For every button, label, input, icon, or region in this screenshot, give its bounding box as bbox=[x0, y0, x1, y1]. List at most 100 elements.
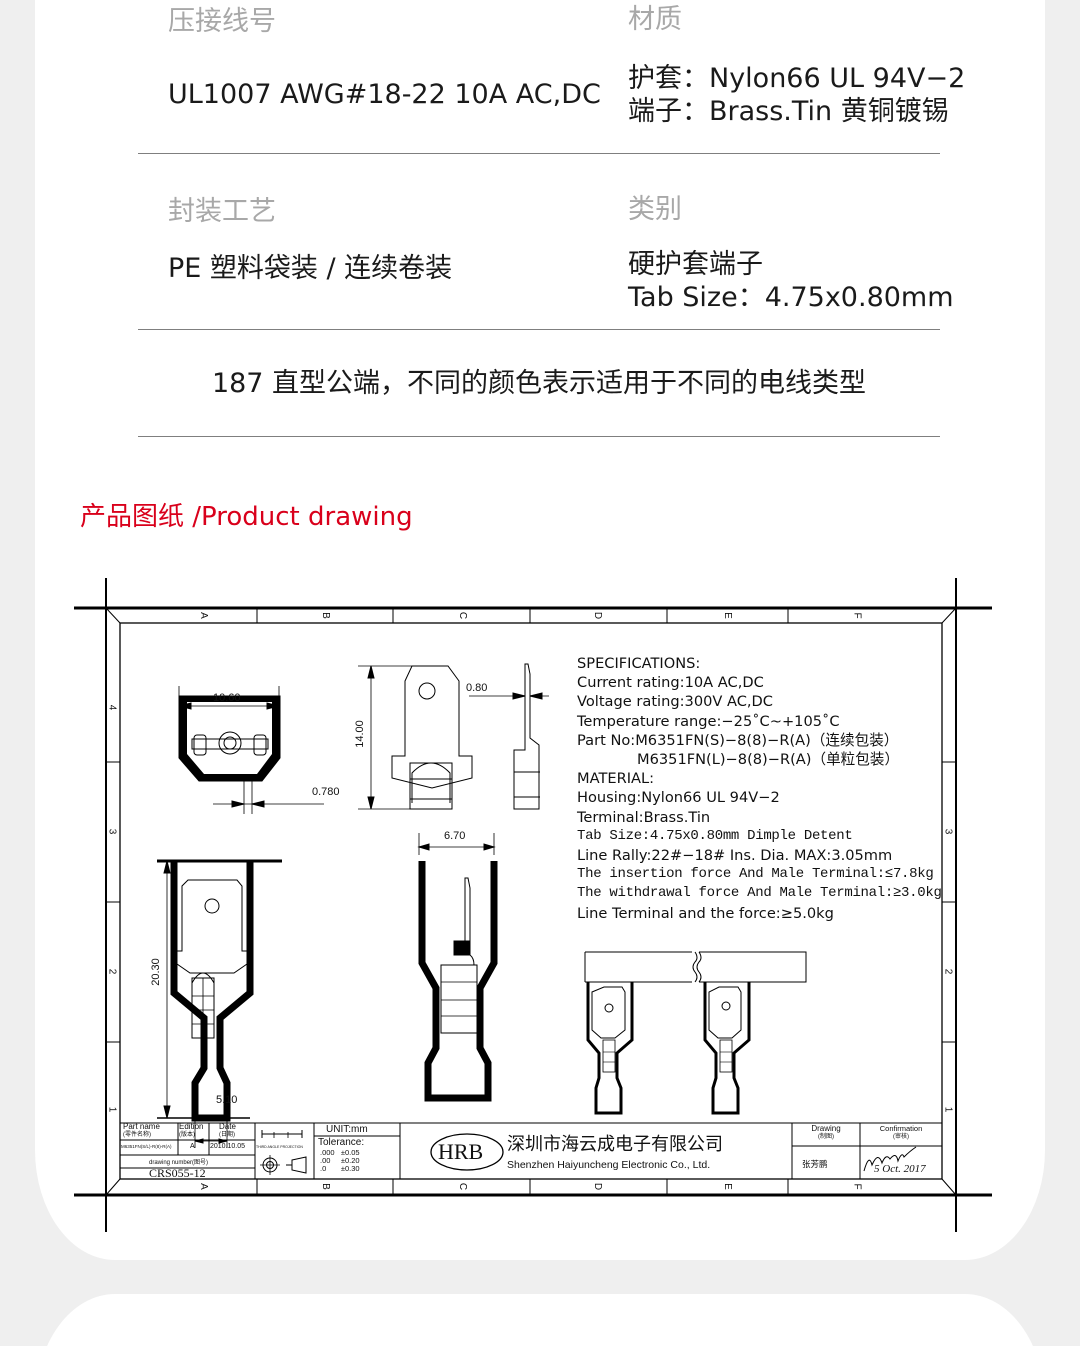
spec-terminal: Terminal:Brass.Tin bbox=[577, 808, 711, 826]
drawing-frame bbox=[74, 578, 992, 1232]
row-label: 1 bbox=[106, 1106, 118, 1113]
value: ±0.30 bbox=[340, 1164, 360, 1173]
spec-line-rally: Line Rally:22#−18# Ins. Dia. MAX:3.05mm bbox=[577, 847, 893, 865]
tb-signature-date: 5 Oct. 2017 bbox=[874, 1163, 926, 1175]
spec-material-heading: MATERIAL: bbox=[577, 770, 655, 788]
spec-crimp-wire: 压接线号 UL1007 AWG#18-22 10A AC,DC bbox=[168, 6, 601, 111]
spec-current: Current rating:10A AC,DC bbox=[577, 674, 764, 692]
spec-row-1: 压接线号 UL1007 AWG#18-22 10A AC,DC 材质 护套：Ny… bbox=[138, 0, 965, 154]
spec-label: 压接线号 bbox=[168, 6, 276, 37]
column-label: D bbox=[592, 611, 604, 620]
tb-tolerance-label: Tolerance: bbox=[318, 1137, 365, 1148]
tb-edition-value: A bbox=[190, 1143, 195, 1150]
spec-temperature: Temperature range:−25˚C~+105˚C bbox=[577, 712, 840, 730]
spec-value: Tab Size：4.75x0.80mm bbox=[628, 282, 954, 313]
tb-edition-label: Edition (版本) bbox=[179, 1123, 203, 1139]
spec-part-no-2: M6351FN(L)−8(8)−R(A)（单粒包装） bbox=[637, 751, 900, 769]
next-card bbox=[35, 1294, 1045, 1346]
dim-length: 20.30 bbox=[149, 958, 162, 986]
row-label: 1 bbox=[942, 1106, 954, 1113]
label-cn: (零件名称) bbox=[123, 1132, 151, 1138]
spec-value: PE 塑料袋装 / 连续卷装 bbox=[168, 253, 453, 284]
column-label: C bbox=[457, 611, 469, 620]
column-label: A bbox=[197, 612, 209, 619]
dim-barrel-width: 5.10 bbox=[216, 1094, 238, 1106]
section-title: 产品图纸 /Product drawing bbox=[80, 502, 413, 532]
dim-tab-height: 14.00 bbox=[353, 720, 366, 748]
column-label: E bbox=[721, 612, 733, 619]
column-label: B bbox=[319, 1183, 331, 1190]
tb-part-name-value: M6351FN(S/L)-R(8)-R(A) bbox=[121, 1144, 172, 1149]
product-summary: 187 直型公端，不同的颜色表示适用于不同的电线类型 bbox=[211, 368, 867, 399]
spec-material: 材质 护套：Nylon66 UL 94V−2 端子：Brass.Tin 黄铜镀锡 bbox=[628, 4, 965, 128]
tb-part-name-label: Part name (零件名称) bbox=[123, 1123, 160, 1139]
tb-projection: THIRD ANGLE PROJECTION bbox=[256, 1145, 303, 1149]
tb-tolerances: .000 ±0.05 .00 ±0.20 .0 ±0.30 bbox=[320, 1149, 360, 1173]
divider bbox=[138, 436, 940, 437]
tb-unit: UNIT:mm bbox=[326, 1124, 368, 1135]
tb-drawing-number: CRS055-12 bbox=[149, 1166, 206, 1180]
label-cn: (版本) bbox=[179, 1132, 195, 1138]
spec-insertion-force: The insertion force And Male Terminal:≤7… bbox=[577, 866, 934, 883]
spec-voltage: Voltage rating:300V AC,DC bbox=[577, 693, 773, 711]
label-cn: (制图) bbox=[818, 1134, 834, 1140]
column-label: B bbox=[319, 612, 331, 619]
label-cn: (日期) bbox=[219, 1132, 235, 1138]
product-drawing: A B C D E F A B C D E F 4 3 2 1 3 2 1 10… bbox=[74, 578, 994, 1232]
specifications-block: SPECIFICATIONS: Current rating:10A AC,DC… bbox=[577, 654, 942, 923]
precision: .000 bbox=[320, 1148, 335, 1157]
tb-drawing-number-label: drawing number(图号) bbox=[149, 1160, 209, 1166]
company-name-cn: 深圳市海云成电子有限公司 bbox=[507, 1134, 723, 1155]
spec-housing: Housing:Nylon66 UL 94V−2 bbox=[577, 789, 780, 807]
spec-value: 硬护套端子 bbox=[628, 249, 763, 280]
spec-value: 端子：Brass.Tin 黄铜镀锡 bbox=[628, 96, 949, 127]
tb-drawing-label: Drawing (制图) bbox=[798, 1124, 854, 1142]
column-label: E bbox=[721, 1183, 733, 1190]
dim-gap: 0.780 bbox=[312, 786, 340, 798]
label: Edition bbox=[179, 1122, 204, 1131]
value: ±0.20 bbox=[340, 1156, 360, 1165]
tolerance-row: .000 ±0.05 bbox=[320, 1149, 360, 1157]
tb-confirmation-label: Confirmation (审核) bbox=[866, 1124, 936, 1142]
column-label: C bbox=[457, 1182, 469, 1191]
spec-part-no-1: Part No:M6351FN(S)−8(8)−R(A)（连续包装） bbox=[577, 731, 899, 749]
dim-width-top: 10.60 bbox=[213, 692, 241, 704]
spec-category: 类别 硬护套端子 Tab Size：4.75x0.80mm bbox=[628, 194, 954, 314]
dim-thickness: 0.80 bbox=[466, 682, 488, 694]
label: Confirmation bbox=[879, 1124, 923, 1133]
spec-value: 护套：Nylon66 UL 94V−2 bbox=[628, 63, 966, 94]
label: Drawing bbox=[811, 1124, 841, 1133]
value: ±0.05 bbox=[340, 1148, 360, 1157]
spec-row-2: 封装工艺 PE 塑料袋装 / 连续卷装 类别 硬护套端子 Tab Size：4.… bbox=[138, 154, 954, 330]
company-logo: HRB bbox=[438, 1139, 484, 1164]
tb-date-value: 2010.10.05 bbox=[210, 1143, 246, 1150]
row-label: 2 bbox=[106, 968, 118, 975]
spec-value: UL1007 AWG#18-22 10A AC,DC bbox=[168, 79, 601, 110]
row-label: 4 bbox=[106, 704, 118, 711]
row-label: 3 bbox=[942, 828, 954, 835]
spec-withdrawal-force: The withdrawal force And Male Terminal:≥… bbox=[577, 885, 942, 902]
label: Date bbox=[219, 1122, 236, 1131]
column-label: D bbox=[592, 1182, 604, 1191]
tolerance-row: .00 ±0.20 bbox=[320, 1157, 360, 1165]
label: Part name bbox=[123, 1122, 160, 1131]
row-label: 2 bbox=[942, 968, 954, 975]
tolerance-row: .0 ±0.30 bbox=[320, 1165, 360, 1173]
precision: .00 bbox=[320, 1156, 331, 1165]
spec-tab-size: Tab Size:4.75x0.80mm Dimple Detent bbox=[577, 827, 853, 844]
tb-drawer: 张芳鹏 bbox=[802, 1159, 828, 1169]
label-cn: (审核) bbox=[893, 1134, 909, 1140]
company-name-en: Shenzhen Haiyuncheng Electronic Co., Ltd… bbox=[507, 1159, 711, 1171]
spec-label: 材质 bbox=[628, 4, 682, 35]
column-label: A bbox=[197, 1183, 209, 1190]
spec-line-force: Line Terminal and the force:≥5.0kg bbox=[577, 904, 834, 922]
precision: .0 bbox=[320, 1164, 327, 1173]
spec-heading: SPECIFICATIONS: bbox=[577, 655, 701, 672]
tb-date-label: Date (日期) bbox=[219, 1123, 236, 1139]
column-label: F bbox=[851, 612, 863, 619]
dim-side-width: 6.70 bbox=[444, 830, 466, 842]
row-label: 3 bbox=[106, 828, 118, 835]
spec-label: 封装工艺 bbox=[168, 196, 276, 227]
spec-label: 类别 bbox=[628, 194, 682, 225]
column-label: F bbox=[851, 1183, 863, 1190]
